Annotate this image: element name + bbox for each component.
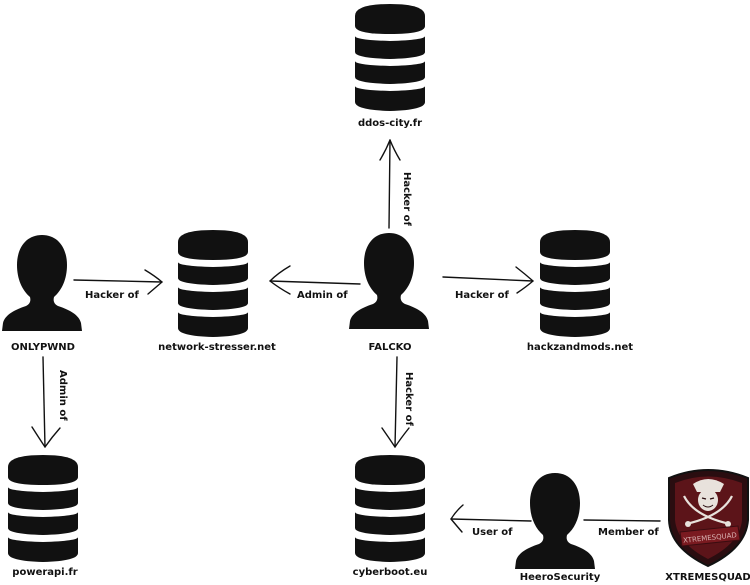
node-label: HeeroSecurity <box>520 572 601 583</box>
database-icon <box>355 4 425 111</box>
node-label: cyberboot.eu <box>353 567 428 578</box>
arrow-head <box>269 265 291 295</box>
shield-logo-icon: XTREMESQUAD <box>668 469 749 568</box>
person-icon <box>349 233 429 329</box>
edge-falcko-cyberboot: Hacker of <box>381 356 414 448</box>
node-heerosecurity: HeeroSecurity <box>515 473 601 583</box>
edge-label: Hacker of <box>85 290 139 301</box>
node-xtremesquad: XTREMESQUAD XTREMESQUAD <box>665 469 750 583</box>
node-powerapi: powerapi.fr <box>8 455 78 578</box>
arrow-line <box>73 279 163 283</box>
edge-onlypwnd-powerapi: Admin of <box>31 356 68 448</box>
node-label: ddos-city.fr <box>358 118 422 129</box>
node-ddos-city: ddos-city.fr <box>355 4 425 129</box>
edge-onlypwnd-network-stresser: Hacker of <box>73 269 163 301</box>
edge-label: Admin of <box>57 370 68 421</box>
node-falcko: FALCKO <box>349 233 429 353</box>
edge-falcko-network-stresser: Admin of <box>269 265 361 301</box>
arrow-head <box>450 504 464 533</box>
edge-falcko-ddos-city: Hacker of <box>379 139 412 229</box>
node-label: XTREMESQUAD <box>665 572 750 583</box>
node-cyberboot: cyberboot.eu <box>353 455 428 578</box>
person-icon <box>2 235 82 331</box>
arrow-line <box>42 356 46 448</box>
arrow-head <box>31 426 61 448</box>
edge-label: Hacker of <box>455 290 509 301</box>
arrow-line <box>269 280 361 285</box>
arrow-line <box>394 356 398 448</box>
edge-label: Member of <box>598 527 659 538</box>
edge-heerosecurity-cyberboot: User of <box>450 504 532 538</box>
node-hackzandmods: hackzandmods.net <box>527 230 633 353</box>
node-label: ONLYPWND <box>11 342 75 353</box>
arrow-head <box>381 427 410 448</box>
edge-falcko-hackzandmods: Hacker of <box>442 266 534 301</box>
database-icon <box>8 455 78 562</box>
database-icon <box>355 455 425 562</box>
node-label: powerapi.fr <box>12 567 77 578</box>
arrow-line <box>442 276 534 282</box>
arrow-line <box>388 139 391 229</box>
node-network-stresser: network-stresser.net <box>158 230 276 353</box>
edge-heerosecurity-xtremesquad: Member of <box>583 519 661 538</box>
arrow-head <box>379 139 401 161</box>
edge-label: Hacker of <box>401 172 412 226</box>
database-icon <box>178 230 248 337</box>
edge-label: Admin of <box>297 290 348 301</box>
database-icon <box>540 230 610 337</box>
node-label: hackzandmods.net <box>527 342 633 353</box>
edge-label: User of <box>472 527 513 538</box>
node-label: network-stresser.net <box>158 342 276 353</box>
edge-label: Hacker of <box>403 372 414 426</box>
arrow-head <box>144 269 163 295</box>
node-label: FALCKO <box>369 342 412 353</box>
node-onlypwnd: ONLYPWND <box>2 235 82 353</box>
arrow-line <box>583 519 661 522</box>
arrow-line <box>450 518 532 522</box>
arrow-head <box>515 266 534 294</box>
